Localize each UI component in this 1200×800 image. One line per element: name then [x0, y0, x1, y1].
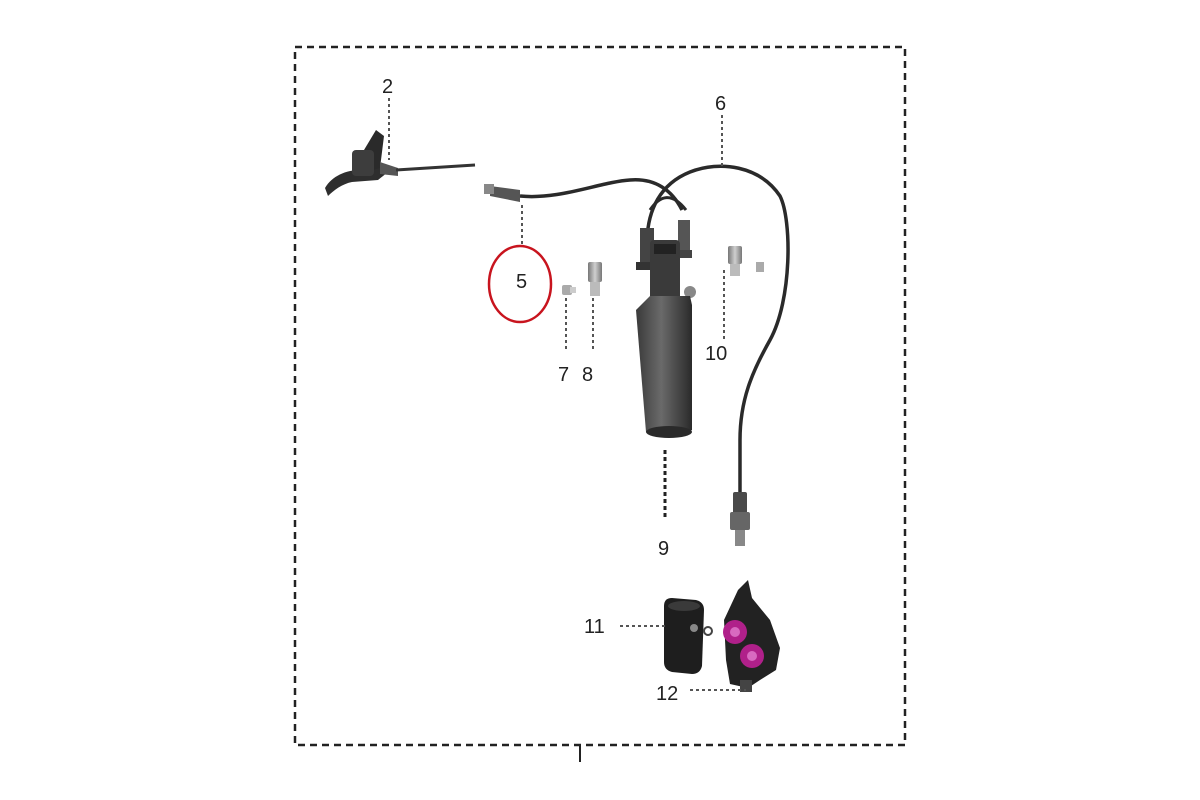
highlight-circle [487, 244, 553, 324]
assembly-frame [293, 45, 907, 747]
label-caliper: 12 [656, 683, 678, 705]
reservoir-cylinder [636, 220, 696, 438]
label-hose-long: 6 [715, 93, 726, 115]
hose-short [484, 178, 684, 211]
hose-long [645, 164, 790, 492]
label-bolt-small: 7 [558, 364, 569, 386]
label-hose-short: 5 [516, 271, 527, 293]
fitting-10 [728, 246, 764, 276]
fitting-8 [588, 262, 602, 296]
label-brake-pad: 11 [584, 616, 605, 638]
label-bolt-fitting: 8 [582, 364, 593, 386]
label-fitting-right: 10 [705, 343, 727, 365]
brake-pad [664, 598, 713, 674]
hose-end-connector [730, 492, 750, 546]
brake-lever [325, 130, 476, 196]
label-lever: 2 [382, 76, 393, 98]
caliper [723, 580, 780, 692]
label-reservoir: 9 [658, 538, 669, 560]
bolt-small [562, 285, 576, 295]
